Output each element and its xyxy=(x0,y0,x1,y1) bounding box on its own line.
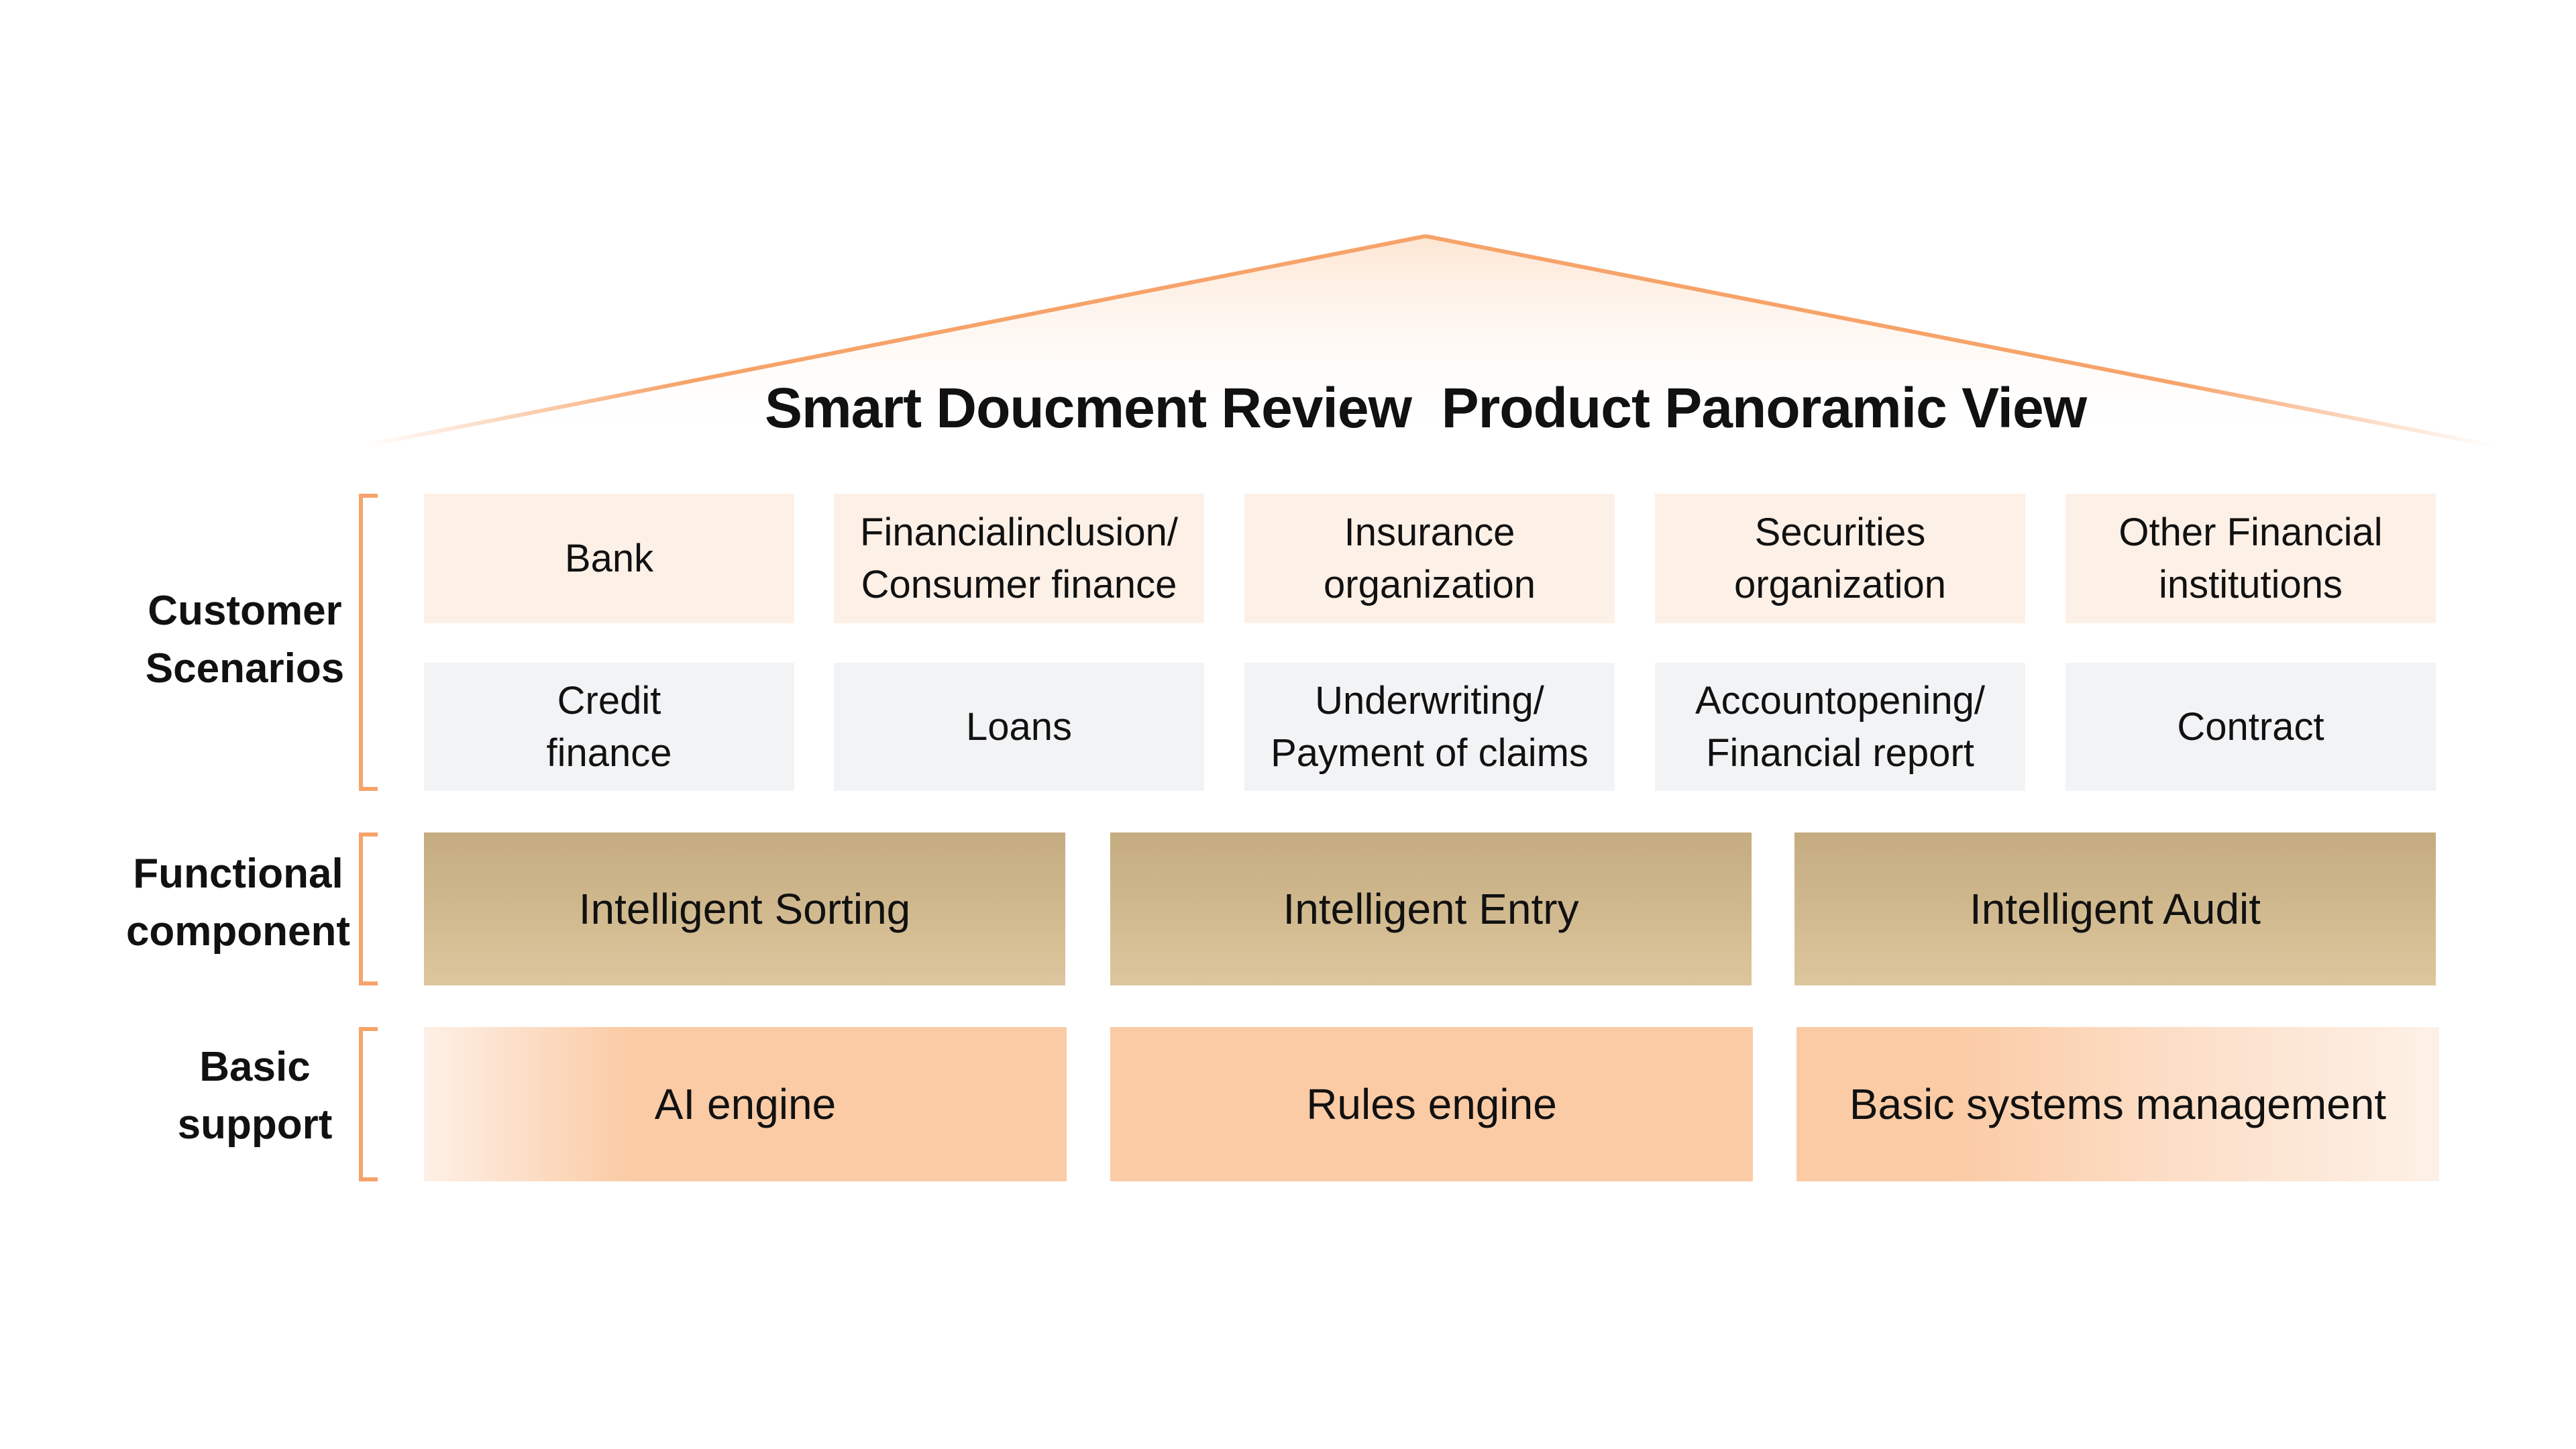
basic-support-bracket xyxy=(359,1027,378,1181)
scenario-credit-finance: Credit finance xyxy=(424,663,794,791)
institution-other: Other Financial institutions xyxy=(2065,494,2436,623)
institution-securities: Securities organization xyxy=(1655,494,2025,623)
component-intelligent-entry: Intelligent Entry xyxy=(1110,833,1752,985)
scenario-contract: Contract xyxy=(2065,663,2436,791)
scenario-underwriting: Underwriting/ Payment of claims xyxy=(1244,663,1615,791)
scenario-loans: Loans xyxy=(834,663,1204,791)
support-rules-engine: Rules engine xyxy=(1110,1027,1753,1181)
support-basic-systems-management: Basic systems management xyxy=(1796,1027,2439,1181)
page-title: Smart Doucment Review Product Panoramic … xyxy=(764,376,2087,439)
customer-scenarios-bracket xyxy=(359,494,378,791)
scenario-account-opening: Accountopening/ Financial report xyxy=(1655,663,2025,791)
institution-insurance: Insurance organization xyxy=(1244,494,1615,623)
roof-outline xyxy=(365,234,2493,447)
functional-component-bracket xyxy=(359,833,378,985)
institution-financial-inclusion: Financialinclusion/ Consumer finance xyxy=(834,494,1204,623)
customer-scenarios-label: Customer Scenarios xyxy=(145,588,345,692)
component-intelligent-sorting: Intelligent Sorting xyxy=(424,833,1065,985)
functional-component-label: Functional component xyxy=(125,851,351,955)
basic-support-label: Basic support xyxy=(177,1044,333,1148)
institution-bank: Bank xyxy=(424,494,794,623)
support-ai-engine: AI engine xyxy=(424,1027,1067,1181)
component-intelligent-audit: Intelligent Audit xyxy=(1794,833,2436,985)
